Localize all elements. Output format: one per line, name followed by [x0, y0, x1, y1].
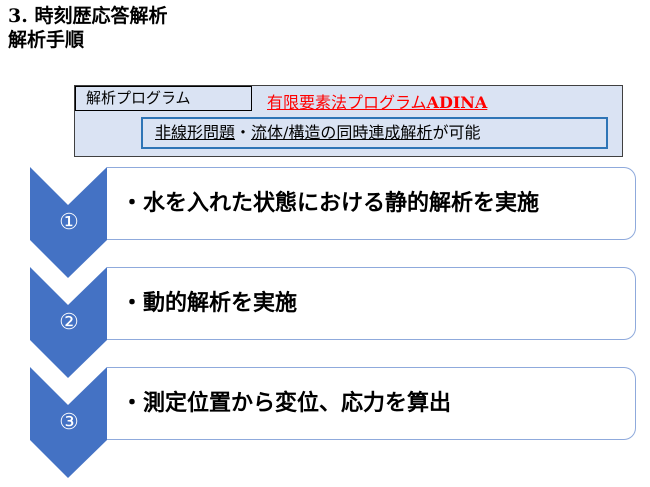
step-1-box: ・水を入れた状態における静的解析を実施: [107, 167, 636, 240]
program-name-suffix: ADINA: [426, 93, 488, 112]
page-title: 3. 時刻歴応答解析: [8, 5, 168, 27]
feature-nonlinear: 非線形問題: [155, 123, 236, 142]
chevron-down-icon: [30, 267, 107, 378]
program-info-box: 解析プログラム 有限要素法プログラムADINA 非線形問題・流体/構造の同時連成…: [74, 85, 623, 157]
chevron-down-icon: [30, 367, 107, 478]
feature-suffix: が可能: [432, 123, 481, 142]
step-3-number: ③: [59, 410, 79, 435]
step-3-text: ・測定位置から変位、応力を算出: [121, 390, 452, 416]
step-3-chevron: ③: [30, 367, 108, 479]
program-label: 解析プログラム: [75, 86, 252, 111]
page-subtitle: 解析手順: [8, 29, 85, 51]
program-name: 有限要素法プログラムADINA: [267, 89, 487, 113]
step-2-number: ②: [59, 310, 79, 335]
program-features: 非線形問題・流体/構造の同時連成解析が可能: [141, 117, 608, 149]
step-1-number: ①: [59, 210, 79, 235]
step-1-text: ・水を入れた状態における静的解析を実施: [121, 190, 540, 216]
chevron-down-icon: [30, 167, 107, 278]
feature-separator: ・: [235, 123, 252, 142]
program-name-prefix: 有限要素法プログラム: [267, 93, 427, 112]
step-2-box: ・動的解析を実施: [107, 267, 636, 340]
step-3-box: ・測定位置から変位、応力を算出: [107, 367, 636, 440]
step-2-text: ・動的解析を実施: [121, 290, 298, 316]
step-1-chevron: ①: [30, 167, 108, 279]
step-2-chevron: ②: [30, 267, 108, 379]
feature-coupled: 流体/構造の同時連成解析: [251, 123, 433, 142]
